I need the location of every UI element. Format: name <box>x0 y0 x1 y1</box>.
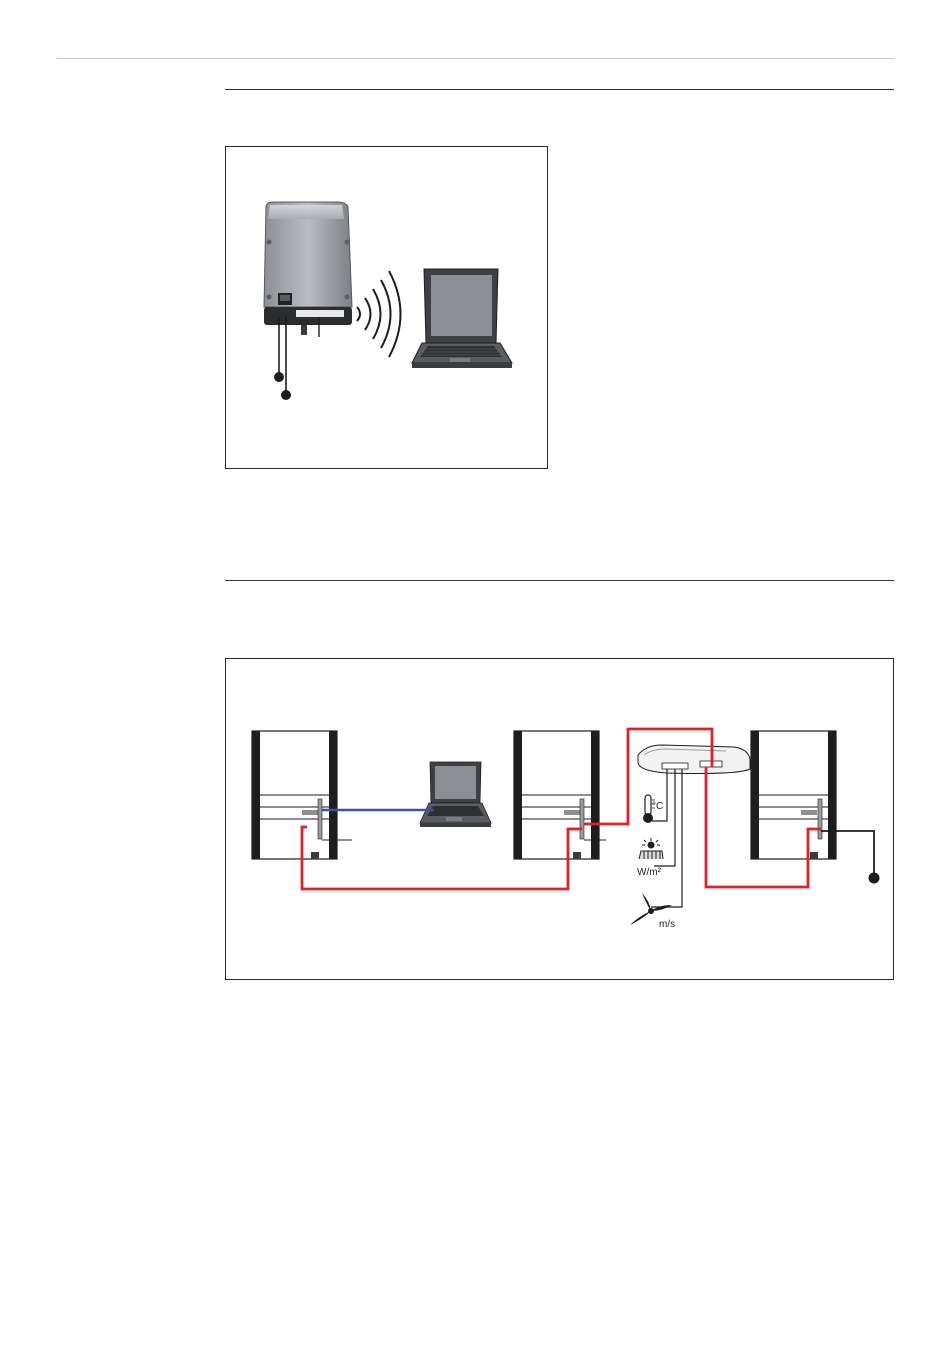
laptop-icon <box>420 762 491 827</box>
section-rule-2 <box>225 580 894 581</box>
irradiance-sensor-icon <box>639 838 663 859</box>
inverter-unit <box>264 202 352 335</box>
inverter-2 <box>514 731 606 859</box>
figure-wireless-connection <box>225 146 548 469</box>
wireless-signal-icon <box>357 271 401 357</box>
cable-connectors <box>274 317 319 400</box>
inverter-3 <box>751 731 836 859</box>
figure-solar-net-network: °C W/m² m/s <box>225 658 894 980</box>
figure-wireless-illustration <box>226 147 549 470</box>
wind-speed-unit-label: m/s <box>659 919 675 930</box>
header-rule <box>57 58 894 59</box>
temperature-unit-label: °C <box>652 801 663 812</box>
figure-network-illustration: °C W/m² m/s <box>226 659 895 981</box>
sensor-box <box>638 745 750 774</box>
irradiance-unit-label: W/m² <box>637 867 662 878</box>
laptop-icon <box>412 269 512 368</box>
section-rule-1 <box>225 89 894 90</box>
sensor-wires <box>651 769 682 907</box>
